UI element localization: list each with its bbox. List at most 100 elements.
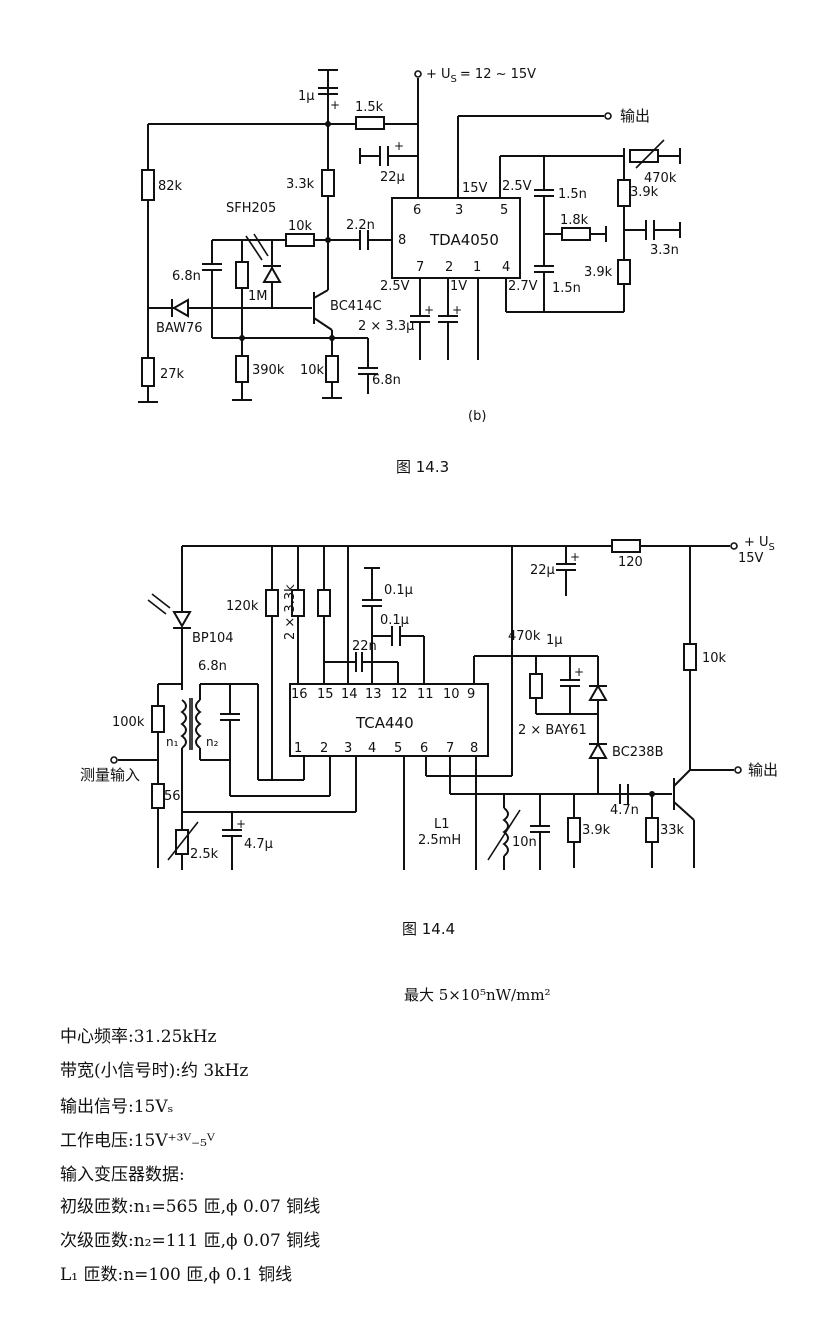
spec-bandwidth: 带宽(小信号时):约 3kHz [60,1061,249,1081]
label-c68n: 6.8n [172,269,201,284]
tca440-pin-5: 5 [394,741,402,756]
svg-text:6: 6 [413,203,421,218]
resistor-120 [611,539,641,553]
svg-text:+: + [570,550,580,564]
label-r15k: 1.5k [355,100,384,115]
svg-text:2.5V: 2.5V [380,279,410,294]
svg-text:2.5V: 2.5V [502,179,532,194]
label-c22u-2: 22μ [530,563,555,578]
figure-14-3-caption: 图 14.3 [396,458,449,476]
label-r1m: 1M [248,289,268,304]
label-c1u: 1μ [298,89,315,104]
label-n2: n₂ [206,735,219,749]
label-c47u: 4.7μ [244,837,273,852]
resistor-10k-collector [683,643,697,671]
label-r18k: 1.8k [560,213,589,228]
output-label-2: 输出 [748,761,778,779]
label-r10kb: 10k [300,363,325,378]
label-c22n-2: 22n [352,639,377,654]
resistor-33k [645,817,659,843]
label-r33k: 3.3k [286,177,315,192]
tca440-pin-6: 6 [420,741,428,756]
tca440-pin-8: 8 [470,741,478,756]
label-bc414c: BC414C [330,299,382,314]
label-c10n: 10n [512,835,537,850]
label-c22n: 2.2n [346,218,375,233]
spec-transformer-heading: 输入变压器数据: [60,1165,185,1185]
label-c01a: 0.1μ [384,583,413,598]
label-bp104: BP104 [192,631,234,646]
label-r120: 120 [618,555,643,570]
tca440-pin-15: 15 [317,687,334,702]
label-c33n: 3.3n [650,243,679,258]
label-c68n-2: 6.8n [198,659,227,674]
tca440-pin-3: 3 [344,741,352,756]
svg-text:+ US: + US [744,535,775,553]
svg-text:2.7V: 2.7V [508,279,538,294]
label-baw76: BAW76 [156,321,203,336]
svg-text:+: + [424,303,434,317]
label-r390k: 390k [252,363,285,378]
label-r120k: 120k [226,599,259,614]
tca440-pin-12: 12 [391,687,408,702]
resistor-27k [141,357,155,387]
figure-14-3: 1μ + 1.5k + US= 12 ~ 15V + 22μ 输出 82k [138,67,681,403]
svg-text:+: + [574,665,584,679]
resistor-100k [151,705,165,733]
supply-value-2: 15V [738,551,764,566]
supply-label: + U [426,67,451,82]
label-sfh205: SFH205 [226,201,276,216]
label-r100k: 100k [112,715,145,730]
svg-text:1V: 1V [450,279,467,294]
resistor-10k-emitter [325,355,339,383]
ic-tca440-label: TCA440 [355,714,414,732]
max-irradiance-label: 最大 5×10⁵nW/mm² [404,986,551,1004]
tca440-pin-13: 13 [365,687,382,702]
label-c01b: 0.1μ [380,613,409,628]
ic-tca440 [289,683,489,757]
resistor-1-5k [355,116,385,130]
label-c68nb: 6.8n [372,373,401,388]
output-label: 输出 [620,107,650,125]
label-r470k: 470k [644,171,677,186]
spec-operating-voltage: 工作电压:15V⁺³ⱽ₋₅ⱽ [60,1131,215,1151]
svg-text:8: 8 [398,233,406,248]
tca440-pin-1: 1 [294,741,302,756]
label-l1-value: 2.5mH [418,833,461,848]
label-r470k-2: 470k [508,629,541,644]
tca440-pin-7: 7 [446,741,454,756]
figure-14-3-sublabel: (b) [468,409,486,424]
resistor-1m [235,261,249,289]
tca440-pin-4: 4 [368,741,376,756]
label-c15nb: 1.5n [552,281,581,296]
resistor-10k-series [285,233,315,247]
spec-center-frequency: 中心频率:31.25kHz [60,1027,217,1047]
label-r10k: 10k [288,219,313,234]
label-c1u-2: 1μ [546,633,563,648]
svg-text:2: 2 [445,260,453,275]
input-label: 测量输入 [80,766,140,784]
tca440-pin-2: 2 [320,741,328,756]
ic-tda4050-label: TDA4050 [429,231,499,249]
resistor-470k [529,673,543,699]
tca440-pin-16: 16 [291,687,308,702]
label-c22u: 22μ [380,170,405,185]
label-r27k: 27k [160,367,185,382]
resistor-1-8k [561,227,591,241]
figure-14-4: 120 + US 15V + 22μ BP104 n₁ n₂ [80,535,778,870]
svg-text:4: 4 [502,260,510,275]
svg-text:+ US= 12 ~ 15V: + US= 12 ~ 15V [426,67,536,85]
label-r33k-2: 33k [660,823,685,838]
label-bay61: 2 × BAY61 [518,723,587,738]
svg-text:7: 7 [416,260,424,275]
spec-output-signal: 输出信号:15Vₛ [60,1097,174,1117]
resistor-82k [141,169,155,201]
label-r10k-2: 10k [702,651,727,666]
tca440-pin-11: 11 [417,687,434,702]
svg-text:+: + [330,98,340,112]
tca440-pin-10: 10 [443,687,460,702]
label-c15na: 1.5n [558,187,587,202]
figure-14-4-caption: 图 14.4 [402,920,455,938]
spec-secondary-turns: 次级匝数:n₂=111 匝,ϕ 0.07 铜线 [60,1231,321,1251]
ic-tca440-pins-bottom: 1 2 3 4 5 6 7 8 [294,741,478,756]
